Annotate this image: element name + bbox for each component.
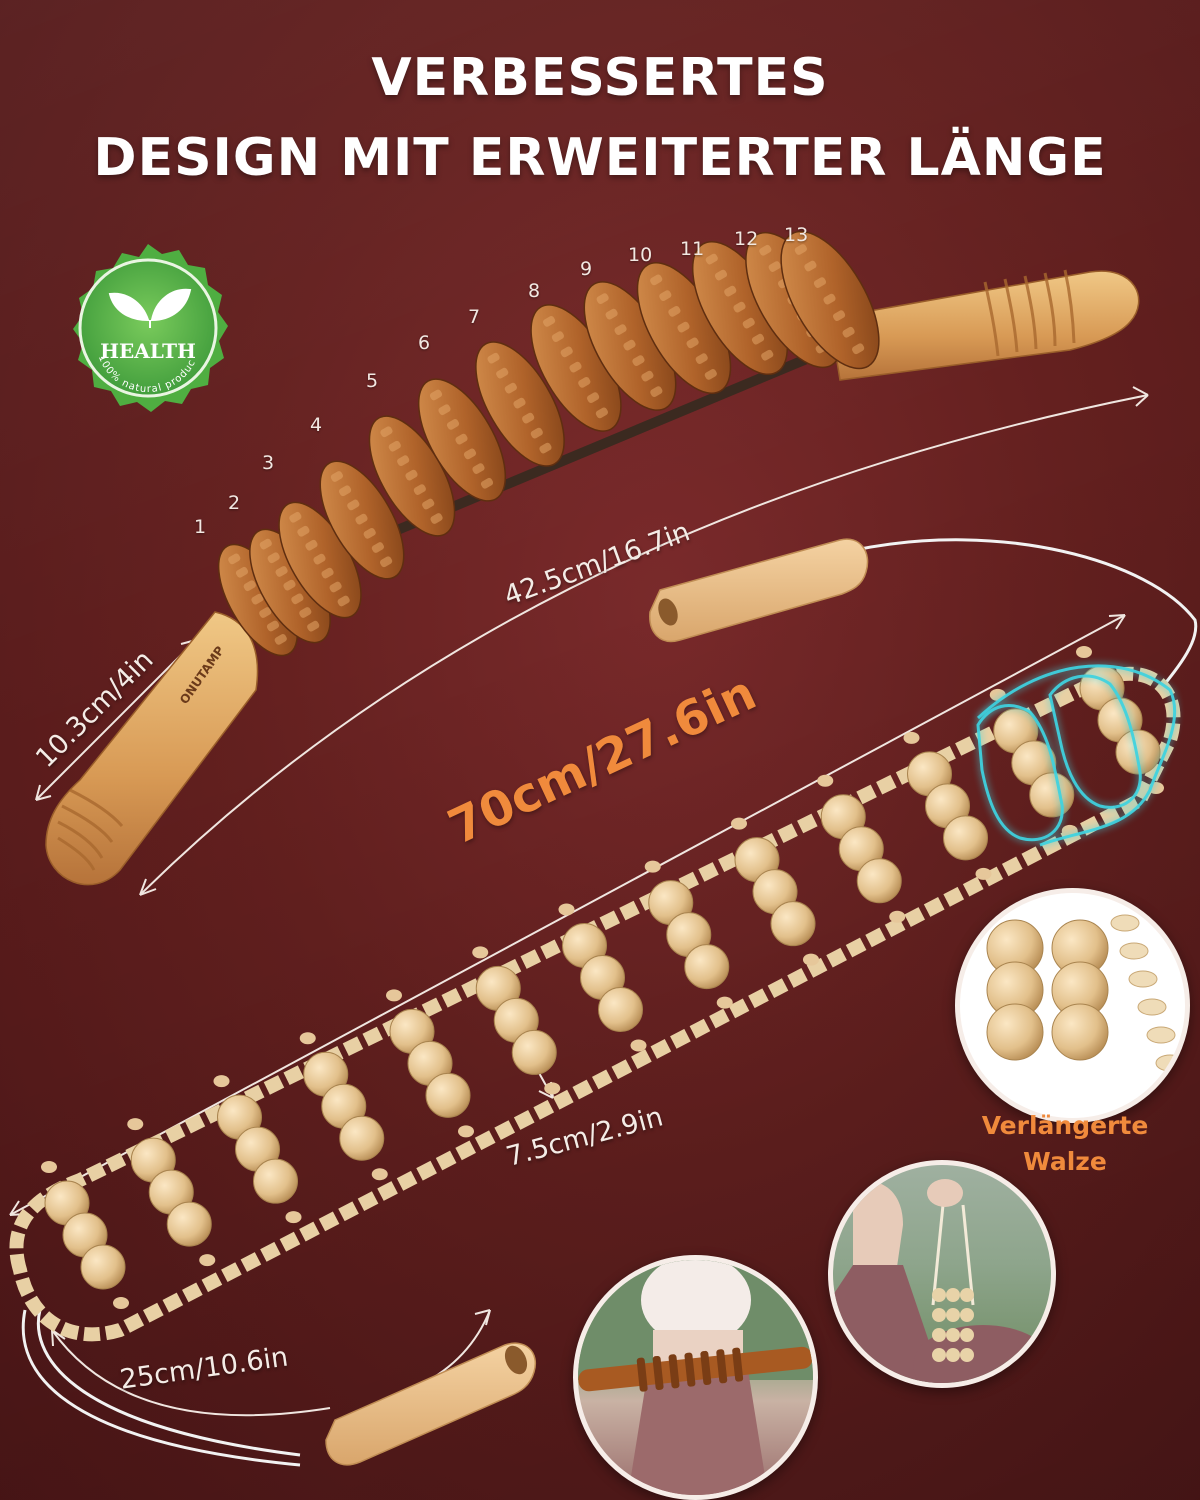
wheel-number-10: 10	[628, 244, 653, 266]
roller-wheel	[368, 415, 456, 537]
woman-with-belt-illustration	[833, 1179, 1051, 1383]
headline-line-1: VERBESSERTES	[371, 48, 829, 108]
wheel-number-4: 4	[310, 414, 323, 436]
bead-column	[127, 1118, 216, 1267]
badge-title: HEALTH	[100, 339, 196, 363]
wheel-number-3: 3	[262, 452, 275, 474]
wheel-number-11: 11	[680, 238, 705, 260]
roller-wheels	[217, 230, 880, 657]
bead-column	[41, 1161, 129, 1309]
bead-column	[558, 903, 647, 1052]
massage-belt	[9, 646, 1181, 1342]
detail-spacer-bead	[1146, 1026, 1176, 1044]
roller-wheel	[636, 262, 732, 394]
roller-length-dimension	[139, 386, 1149, 896]
headline-line-2: DESIGN MIT ERWEITERTER LÄNGE	[93, 128, 1107, 188]
wheel-number-6: 6	[418, 332, 431, 354]
roller-wheel	[780, 230, 880, 370]
wheel-number-12: 12	[734, 228, 759, 250]
wheel-number-2: 2	[228, 492, 241, 514]
wooden-roller: ONUTAMP	[45, 230, 1140, 886]
detail-spacer-bead	[1137, 998, 1167, 1016]
roller-detail-illustration	[986, 914, 1185, 1072]
detail-spacer-bead	[1128, 970, 1158, 988]
roller-wheel	[217, 543, 299, 657]
extended-roller-label: Verlängerte Walze	[981, 1111, 1149, 1176]
leaf-icon	[108, 288, 192, 328]
belt-cords	[21, 538, 1198, 1467]
bead-column	[731, 817, 819, 966]
roller-wheel	[475, 341, 565, 467]
wheel-number-8: 8	[528, 280, 541, 302]
usage-photo-waist	[573, 1255, 818, 1500]
belt-handle-bottom	[325, 1342, 537, 1466]
roller-wheel	[319, 460, 405, 580]
belt-handle-top	[649, 538, 869, 643]
bead-column	[299, 1032, 388, 1181]
bead-column	[644, 860, 733, 1009]
badge-seal-icon: HEALTH 100% natural product	[46, 220, 228, 412]
detail-spacer-bead	[1155, 1054, 1185, 1072]
roller-wheel	[417, 378, 507, 502]
detail-spacer-bead	[1110, 914, 1140, 932]
wheel-number-1: 1	[194, 516, 207, 538]
detail-bead	[986, 1003, 1044, 1061]
health-badge: HEALTH 100% natural product	[46, 220, 248, 428]
bead-column	[472, 946, 561, 1095]
bead-column	[903, 731, 992, 880]
wheel-number-5: 5	[366, 370, 379, 392]
bead-column	[213, 1075, 302, 1224]
usage-photo-leg	[828, 1160, 1056, 1388]
roller-wheel	[249, 528, 331, 644]
belt-outline	[9, 666, 1181, 1342]
wheel-number-7: 7	[468, 306, 481, 328]
wheel-number-13: 13	[784, 224, 809, 246]
roller-wheel	[530, 304, 622, 432]
bead-column	[386, 989, 474, 1138]
bead-column	[817, 774, 906, 923]
wheel-number-9: 9	[580, 258, 593, 280]
highlight-outline	[976, 664, 1177, 847]
woman-with-roller-illustration	[578, 1260, 813, 1495]
extended-roller-detail-photo	[955, 888, 1190, 1123]
detail-spacer-bead	[1119, 942, 1149, 960]
detail-bead	[1051, 1003, 1109, 1061]
roller-wheel	[691, 240, 789, 376]
roller-front-handle	[45, 611, 259, 886]
roller-rear-handle	[829, 270, 1140, 381]
